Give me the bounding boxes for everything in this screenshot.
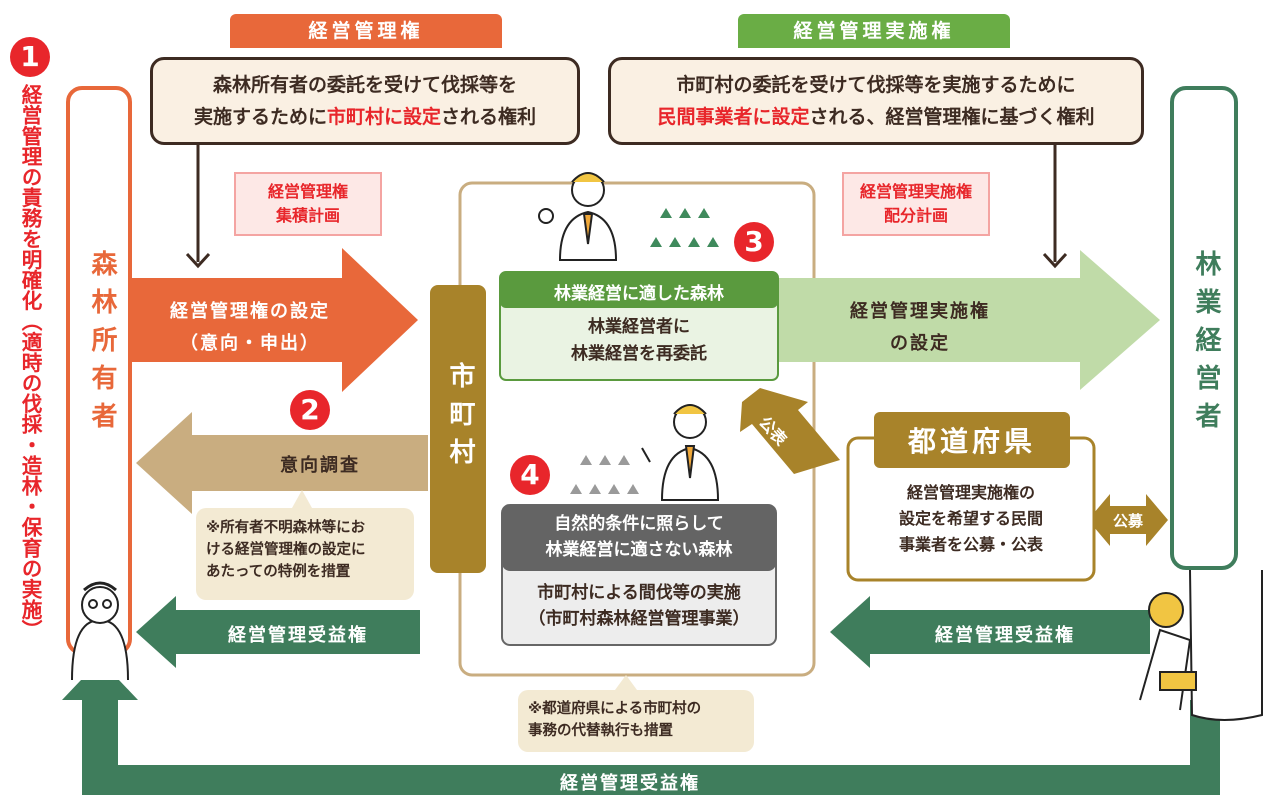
owner-label: 森林所有者 [87, 250, 117, 440]
setting-arrow-label: 経営管理権の設定（意向・申出） [170, 301, 330, 354]
survey-arrow [136, 412, 428, 514]
elderly-owner-icon [71, 581, 129, 681]
prefecture-body: 経営管理実施権の設定を希望する民間事業者を公募・公表 [898, 483, 1043, 554]
businessman-icon-top [538, 172, 618, 261]
manager-label: 林業経営者 [1191, 250, 1221, 440]
unsuitable-forest-header: 自然的条件に照らして林業経営に適さない森林 [545, 514, 733, 560]
setting-arrow [130, 248, 418, 392]
benefit-right-label: 経営管理受益権 [935, 625, 1075, 646]
benefit-right-arrow [830, 596, 1150, 668]
badge-2: 2 [290, 390, 330, 430]
benefit-left-arrow [136, 596, 420, 668]
benefit-left-label: 経営管理受益権 [228, 625, 368, 646]
manager-frame [1170, 86, 1238, 570]
bottom-benefit-arrow [62, 660, 1220, 795]
prefecture-title-bg [874, 412, 1070, 468]
prefecture-title: 都道府県 [907, 425, 1036, 458]
note-special-measures: ※所有者不明森林等における経営管理権の設定にあたっての特例を措置 [196, 508, 414, 600]
publish-arrow [740, 388, 840, 474]
logger-icon [1139, 569, 1263, 721]
note-substitute-execution: ※都道府県による市町村の事務の代替執行も措置 [518, 690, 754, 752]
badge-1: 1 [10, 37, 50, 77]
responsibility-text: 経営管理の責務を明確化（適時の伐採・造林・保育の実施） [18, 84, 42, 641]
benefit-bottom-label: 経営管理受益権 [560, 773, 700, 794]
suitable-forest-body: 林業経営者に林業経営を再委託 [571, 317, 707, 364]
impl-arrow [770, 250, 1160, 390]
survey-arrow-label: 意向調査 [280, 455, 360, 476]
impl-arrow-label: 経営管理実施権の設定 [850, 301, 990, 354]
tab-management-right: 経営管理権 [230, 14, 502, 48]
callout-implementation-right: 市町村の委託を受けて伐採等を実施するために 民間事業者に設定される、経営管理権に… [608, 57, 1144, 145]
badge-4: 4 [510, 455, 550, 495]
municipality-label: 市町村 [445, 362, 475, 476]
trees-icon-green [650, 208, 719, 247]
suitable-forest-header: 林業経営に適した森林 [554, 284, 724, 304]
trees-icon-gray [570, 455, 639, 494]
callout-management-right: 森林所有者の委託を受けて伐採等を 実施するために市町村に設定される権利 [150, 57, 580, 145]
businessman-icon-bottom [641, 404, 720, 501]
municipality-pill [430, 285, 486, 573]
tab-implementation-right: 経営管理実施権 [738, 14, 1010, 48]
recruit-label: 公募 [1112, 512, 1143, 530]
badge-3: 3 [734, 222, 774, 262]
plan-allocation: 経営管理実施権配分計画 [842, 172, 990, 236]
recruit-arrow [1088, 494, 1168, 546]
unsuitable-forest-body: 市町村による間伐等の実施（市町村森林経営管理事業） [528, 583, 750, 629]
plan-aggregation: 経営管理権集積計画 [234, 172, 382, 236]
